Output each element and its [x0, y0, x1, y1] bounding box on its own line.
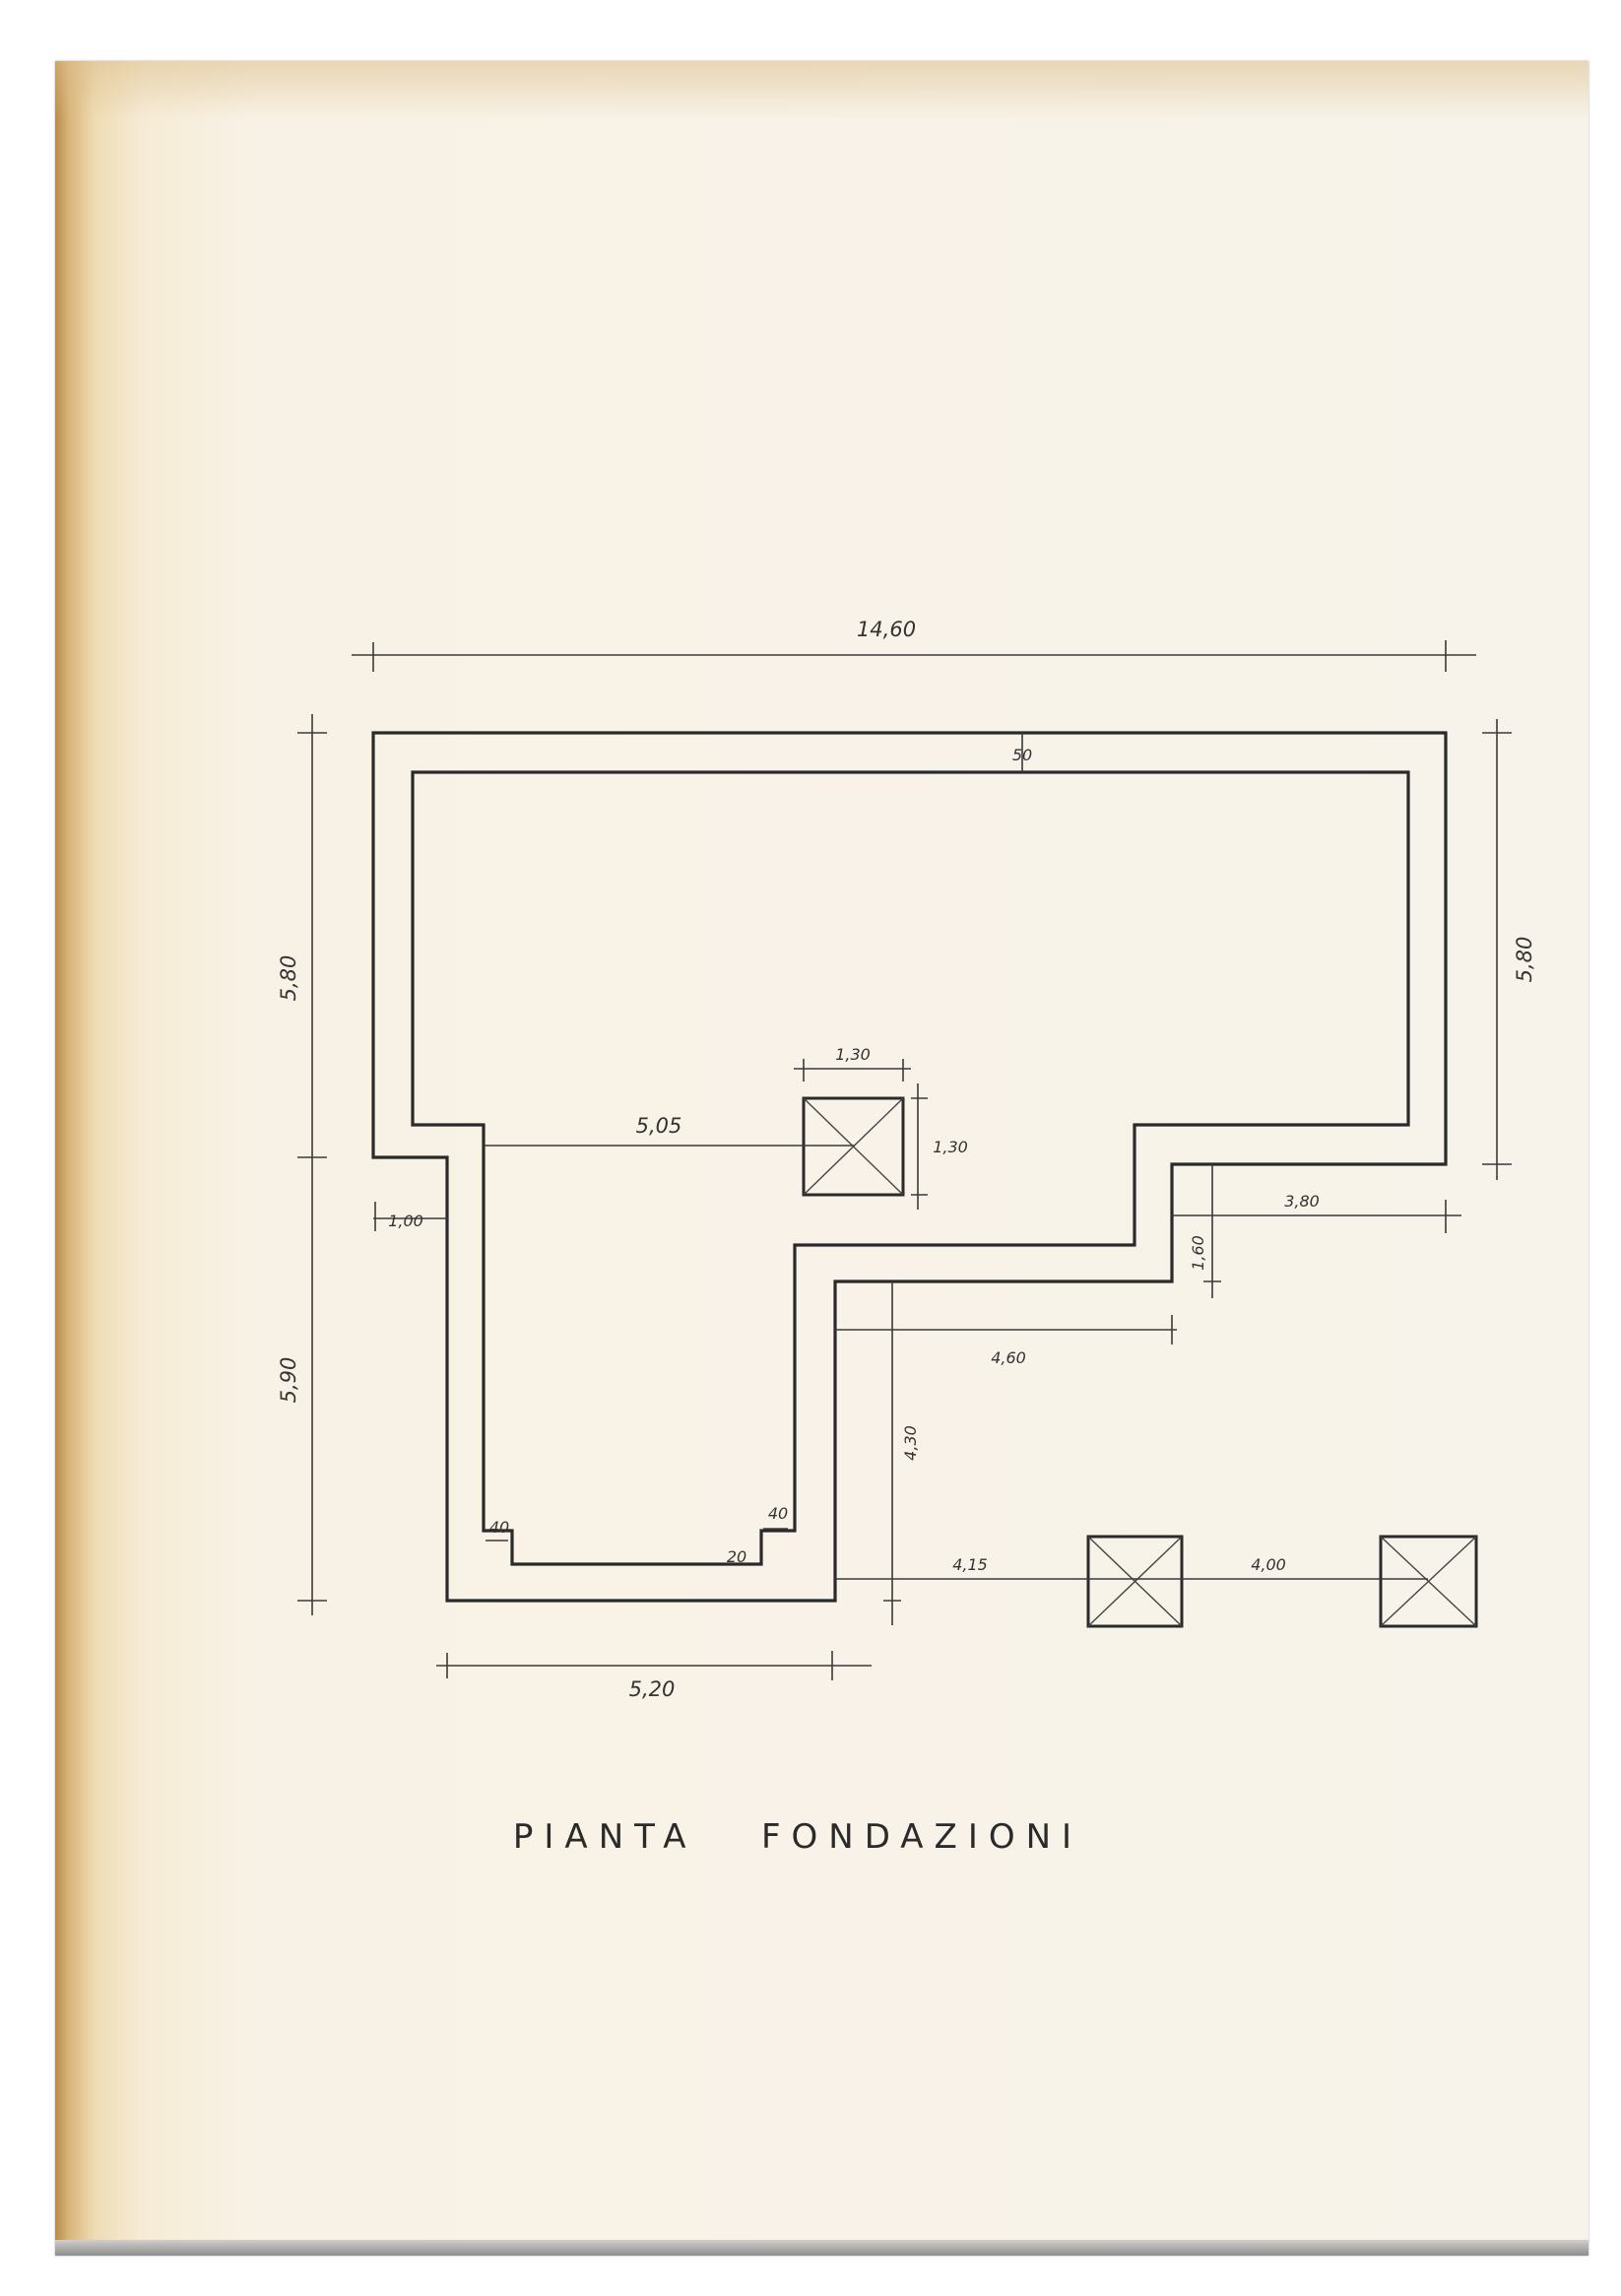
dim-wall-thickness: 50: [1012, 746, 1032, 764]
dimension-lines: [297, 640, 1512, 1680]
dim-right-wing: 3,80: [1284, 1192, 1320, 1211]
outer-wall-outline: [371, 731, 1448, 1603]
drawing-title: PIANTA FONDAZIONI: [513, 1817, 1082, 1857]
dim-to-pillar: 5,05: [636, 1114, 682, 1138]
dim-lower-height: 4,30: [901, 1425, 920, 1461]
dim-footing-spacing: 4,00: [1251, 1555, 1286, 1574]
dim-right-height: 5,80: [1513, 937, 1536, 983]
pillar-footing-1: [1086, 1535, 1184, 1628]
dim-pillar-width: 1,30: [835, 1045, 871, 1064]
dim-niche-right: 40: [768, 1504, 788, 1523]
dim-step-left: 1,00: [388, 1212, 423, 1230]
dim-niche-left: 40: [489, 1518, 509, 1537]
dim-left-lower-height: 5,90: [277, 1357, 300, 1404]
dim-niche-depth: 20: [727, 1547, 746, 1566]
pillar-footing-2: [1379, 1535, 1478, 1628]
inner-wall-outline: [411, 770, 1410, 1566]
dim-to-footing-1: 4,15: [952, 1555, 988, 1574]
dim-left-upper-height: 5,80: [277, 955, 300, 1002]
dim-pillar-height: 1,30: [933, 1138, 968, 1156]
dim-middle-wing: 4,60: [991, 1348, 1026, 1367]
paper-sheet: [55, 61, 1589, 2256]
dim-overall-width: 14,60: [857, 618, 916, 641]
dim-step-height: 1,60: [1189, 1235, 1207, 1271]
pillar-footing-central: [802, 1096, 905, 1197]
dim-left-wing-width: 5,20: [629, 1677, 676, 1701]
